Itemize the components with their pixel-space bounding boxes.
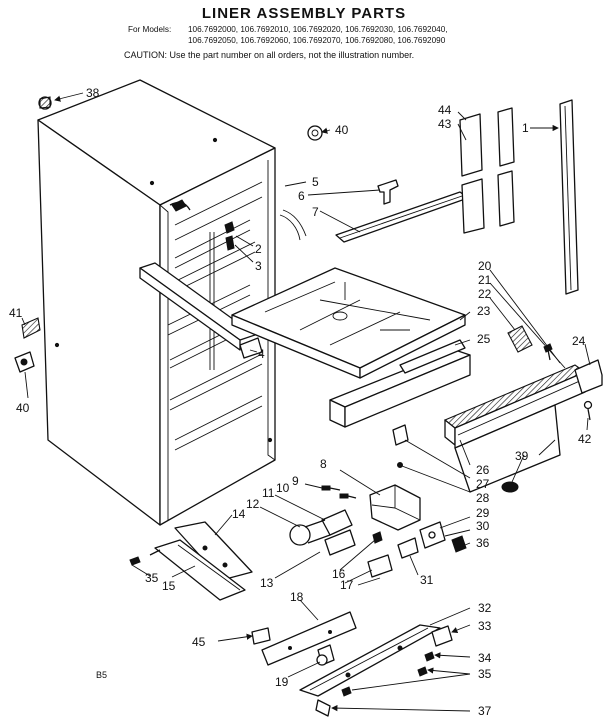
gasket-pieces xyxy=(459,99,579,295)
caution-note: CAUTION: Use the part number on all orde… xyxy=(124,50,414,60)
models-line-1: 106.7692000, 106.7692010, 106.7692020, 1… xyxy=(188,25,448,34)
callout-29: 29 xyxy=(476,506,490,520)
callout-31: 31 xyxy=(420,573,434,587)
callout-19: 19 xyxy=(275,675,289,689)
callout-26: 26 xyxy=(476,463,490,477)
callout-9: 9 xyxy=(292,474,299,488)
callout-44: 44 xyxy=(438,103,452,117)
callout-23: 23 xyxy=(477,304,491,318)
callout-7: 7 xyxy=(312,205,319,219)
callout-20: 20 xyxy=(478,259,492,273)
callout-6: 6 xyxy=(298,189,305,203)
callout-36: 36 xyxy=(476,536,490,550)
callout-4: 4 xyxy=(258,347,265,361)
callout-32: 32 xyxy=(478,601,492,615)
left-parts xyxy=(14,96,323,373)
callout-22: 22 xyxy=(478,287,492,301)
bottom-bracket xyxy=(129,521,253,601)
callout-30: 30 xyxy=(476,519,490,533)
leader-lines xyxy=(21,92,591,712)
callout-18: 18 xyxy=(290,590,304,604)
page-code: B5 xyxy=(96,670,107,680)
control-housing xyxy=(289,424,519,586)
callout-28: 28 xyxy=(476,491,490,505)
callout-27: 27 xyxy=(476,477,490,491)
callout-16: 16 xyxy=(332,567,346,581)
callout-11: 11 xyxy=(262,486,275,500)
callout-24: 24 xyxy=(572,334,586,348)
part-7-strip xyxy=(335,179,469,243)
page-title: LINER ASSEMBLY PARTS xyxy=(202,5,406,22)
callout-37: 37 xyxy=(478,704,492,718)
callout-21: 21 xyxy=(478,273,492,287)
callout-1: 1 xyxy=(522,121,529,135)
callout-40-top: 40 xyxy=(335,123,349,137)
callout-38: 38 xyxy=(86,86,100,100)
callout-numbers: 38 40 5 6 7 44 43 1 2 3 4 20 21 22 23 24… xyxy=(9,86,592,718)
models-label: For Models: xyxy=(128,25,171,34)
callout-42: 42 xyxy=(578,432,592,446)
models-line-2: 106.7692050, 106.7692060, 106.7692070, 1… xyxy=(188,36,446,45)
callout-10: 10 xyxy=(276,481,290,495)
callout-15: 15 xyxy=(162,579,176,593)
callout-35-right: 35 xyxy=(478,667,492,681)
callout-3: 3 xyxy=(255,259,262,273)
callout-39-a: 39 xyxy=(515,449,529,463)
callout-45: 45 xyxy=(192,635,206,649)
callout-8: 8 xyxy=(320,457,327,471)
callout-17: 17 xyxy=(340,578,354,592)
callout-2: 2 xyxy=(255,242,262,256)
grille-assembly xyxy=(443,325,603,493)
callout-5: 5 xyxy=(312,175,319,189)
callout-35-left: 35 xyxy=(145,571,159,585)
callout-34: 34 xyxy=(478,651,492,665)
callout-43: 43 xyxy=(438,117,452,131)
callout-12: 12 xyxy=(246,497,260,511)
callout-33: 33 xyxy=(478,619,492,633)
callout-13: 13 xyxy=(260,576,274,590)
callout-40-left: 40 xyxy=(16,401,30,415)
callout-25: 25 xyxy=(477,332,491,346)
evaporator-floor xyxy=(231,267,471,428)
lower-parts xyxy=(251,611,453,717)
callout-41: 41 xyxy=(9,306,23,320)
callout-14: 14 xyxy=(232,507,246,521)
